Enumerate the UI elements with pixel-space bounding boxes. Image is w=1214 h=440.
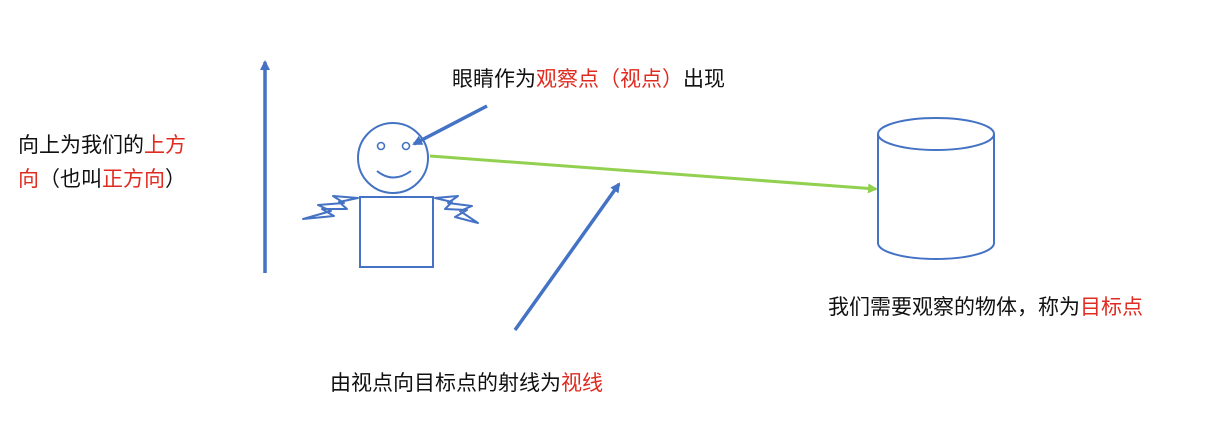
- observer-figure: [302, 122, 479, 268]
- observer-body: [359, 196, 434, 268]
- up-direction-label-line2: 向（也叫正方向）: [18, 162, 186, 196]
- observer-left-eye: [376, 141, 386, 151]
- sight-line-highlight: 视线: [561, 371, 603, 395]
- up-direction-text: 向上为我们的: [18, 133, 144, 157]
- sight-pointer-arrow: [513, 182, 621, 332]
- up-direction-highlight: 上方: [144, 133, 186, 157]
- eye-label-text: 眼睛作为: [452, 67, 536, 91]
- up-direction-label-line1: 向上为我们的上方: [18, 128, 186, 162]
- cylinder-body: [877, 134, 995, 260]
- target-cylinder: [877, 117, 995, 260]
- eye-label: 眼睛作为观察点（视点）出现: [452, 62, 725, 96]
- up-direction-label: 向上为我们的上方 向（也叫正方向）: [18, 128, 186, 196]
- sight-line-arrow: [429, 154, 878, 194]
- up-direction-text-paren: （也叫: [39, 167, 102, 191]
- up-direction-highlight-cont: 向: [18, 167, 39, 191]
- target-label: 我们需要观察的物体，称为目标点: [828, 290, 1143, 324]
- target-point-highlight: 目标点: [1080, 295, 1143, 319]
- sight-line-label: 由视点向目标点的射线为视线: [330, 366, 603, 400]
- positive-direction-highlight: 正方向: [102, 167, 165, 191]
- eye-label-text-end: 出现: [683, 67, 725, 91]
- viewpoint-highlight: 观察点（视点）: [536, 67, 683, 91]
- observer-head: [357, 122, 429, 194]
- up-direction-text-close: ）: [165, 167, 186, 191]
- observer-smile: [376, 170, 412, 179]
- observer-right-eye: [401, 141, 411, 151]
- cylinder-top: [877, 117, 995, 151]
- sight-line-label-text: 由视点向目标点的射线为: [330, 371, 561, 395]
- observer-right-arm: [434, 195, 479, 224]
- observer-left-arm: [302, 195, 359, 220]
- target-label-text: 我们需要观察的物体，称为: [828, 295, 1080, 319]
- eye-pointer-arrow: [412, 104, 488, 146]
